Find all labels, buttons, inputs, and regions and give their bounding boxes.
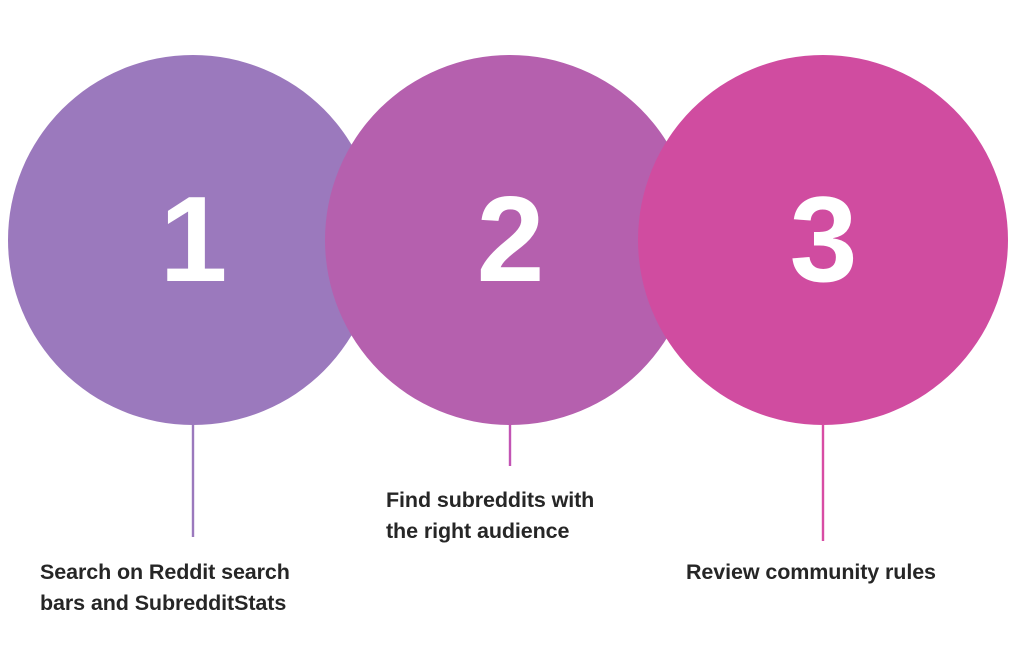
circle-group [8,55,1008,425]
caption-step-2: Find subreddits with the right audience [386,485,686,546]
circle-2-shape [325,55,695,425]
circle-3-shape [638,55,1008,425]
caption-1-line-2-prefix: bars and [40,590,135,615]
step-number-3: 3 [789,171,858,307]
caption-2-line-1: Find subreddits with [386,488,595,512]
circle-1-shape [8,55,378,425]
caption-1-line-2-strong: SubredditStats [134,590,287,615]
caption-3-line-1: Review community rules [686,560,936,584]
step-number-2: 2 [476,171,545,307]
step-number-1: 1 [159,171,228,307]
caption-1-line-1: Search on Reddit search [40,560,290,584]
caption-2-line-2-prefix: the right audience [386,518,570,543]
caption-step-3: Review community rules [686,557,1016,588]
caption-step-1: Search on Reddit search bars and Subredd… [40,557,370,618]
